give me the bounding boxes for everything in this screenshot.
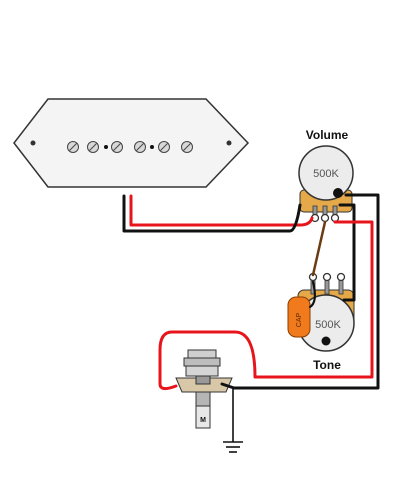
volume-pot-lugs bbox=[310, 205, 340, 223]
cap-lead-wire bbox=[308, 280, 317, 309]
volume-pot: 500K bbox=[298, 145, 354, 223]
capacitor-label: CAP bbox=[296, 312, 303, 327]
tone-pot-value: 500K bbox=[315, 319, 341, 331]
volume-label: Volume bbox=[306, 128, 349, 142]
pickup-pole-pieces bbox=[67, 141, 193, 153]
wires bbox=[122, 193, 380, 391]
pickup-cover bbox=[13, 98, 250, 188]
pickup-mount-hole-left bbox=[30, 140, 36, 146]
ground-icon bbox=[223, 388, 243, 453]
capacitor: CAP bbox=[287, 296, 311, 338]
tone-pot: 500K bbox=[297, 272, 355, 352]
pickup-hot-wire bbox=[129, 194, 314, 227]
volume-ground-wire bbox=[338, 203, 356, 302]
volume-pot-body bbox=[298, 145, 354, 201]
pickup bbox=[13, 98, 250, 188]
jack-marker: M bbox=[200, 417, 206, 424]
pickup-ground-wire bbox=[122, 194, 302, 233]
output-jack: M bbox=[175, 349, 233, 429]
jack-ground-wire bbox=[220, 193, 380, 390]
volume-to-tone-wire bbox=[311, 220, 327, 277]
tone-label: Tone bbox=[313, 358, 341, 372]
pickup-mount-hole-right bbox=[226, 140, 232, 146]
volume-pot-value: 500K bbox=[313, 168, 339, 180]
volume-output-wire bbox=[158, 220, 374, 391]
